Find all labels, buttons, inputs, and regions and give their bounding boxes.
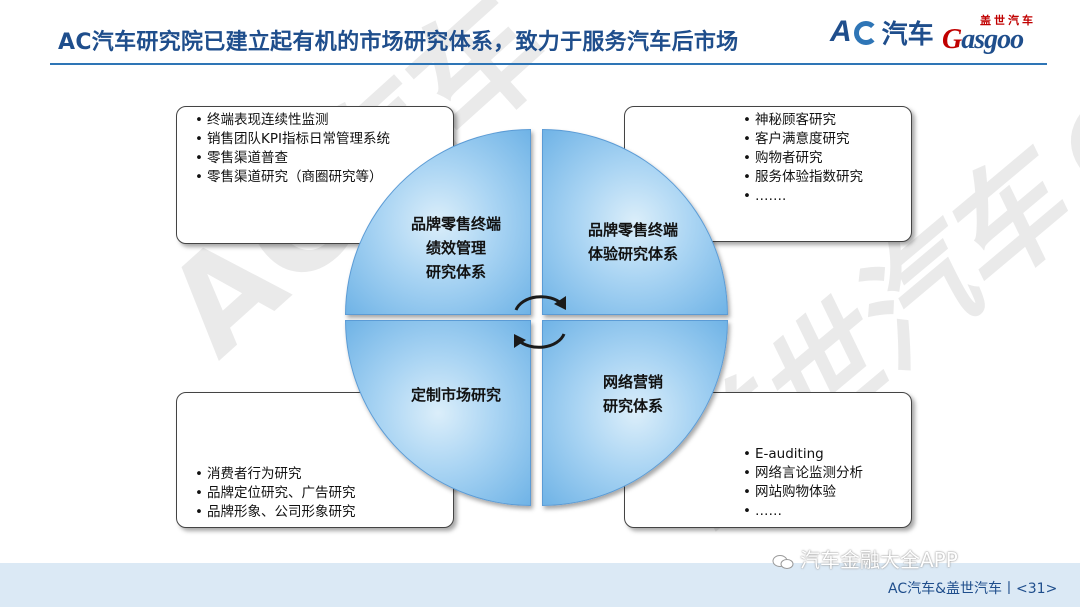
quadrant-label-bottom-right: 网络营销 研究体系	[568, 370, 698, 418]
quadrant-label-line: 定制市场研究	[410, 386, 501, 404]
list-item: 服务体验指数研究	[743, 168, 901, 187]
cycle-arrows-icon	[514, 295, 566, 349]
quadrant-label-top-left: 品牌零售终端 绩效管理 研究体系	[396, 212, 516, 284]
quadrant-label-line: 品牌零售终端	[410, 215, 501, 233]
footer-bar	[0, 563, 1080, 607]
footer-page-number: AC汽车&盖世汽车丨<31>	[888, 581, 1058, 597]
footer-wechat-label: 汽车金融大全APP	[800, 548, 958, 572]
list-item: 零售渠道普查	[195, 149, 443, 168]
list-item: 网络言论监测分析	[743, 464, 901, 483]
header-divider	[50, 63, 1047, 65]
list-item: E-auditing	[743, 445, 901, 464]
list-item: ……	[743, 502, 901, 521]
page-title: AC汽车研究院已建立起有机的市场研究体系，致力于服务汽车后市场	[58, 30, 739, 55]
gasgoo-logo-cn: 盖世汽车	[980, 14, 1036, 27]
quadrant-label-line: 网络营销	[602, 373, 663, 391]
ac-logo-letter: A	[830, 15, 852, 48]
list-item: 客户满意度研究	[743, 130, 901, 149]
list-item: 神秘顾客研究	[743, 111, 901, 130]
ac-logo: A 汽车	[830, 14, 934, 50]
quadrant-label-bottom-left: 定制市场研究	[396, 383, 516, 407]
list-item: …….	[743, 187, 901, 206]
gasgoo-logo-en: Gasgoo	[942, 24, 1024, 56]
quadrant-label-line: 绩效管理	[425, 239, 486, 257]
list-item: 销售团队KPI指标日常管理系统	[195, 130, 443, 149]
quadrant-label-line: 研究体系	[602, 397, 663, 415]
quadrant-label-line: 品牌零售终端	[587, 221, 678, 239]
gasgoo-logo: 盖世汽车 Gasgoo	[938, 12, 1044, 55]
list-item: 品牌定位研究、广告研究	[195, 484, 443, 503]
list-item: 零售渠道研究（商圈研究等）	[195, 168, 443, 187]
list-item: 网站购物体验	[743, 483, 901, 502]
quadrant-label-line: 体验研究体系	[587, 245, 678, 263]
footer-wechat-watermark: 汽车金融大全APP	[772, 544, 958, 573]
list-item: 品牌形象、公司形象研究	[195, 503, 443, 522]
quadrant-label-line: 研究体系	[425, 263, 486, 281]
list-item: 购物者研究	[743, 149, 901, 168]
gasgoo-logo-rest: asgoo	[961, 24, 1024, 55]
ac-logo-ring-icon	[853, 21, 878, 45]
list-item: 终端表现连续性监测	[195, 111, 443, 130]
gasgoo-logo-initial: G	[942, 24, 962, 55]
wechat-icon	[772, 554, 794, 569]
ac-logo-text: 汽车	[881, 18, 934, 49]
quadrant-label-top-right: 品牌零售终端 体验研究体系	[568, 218, 698, 266]
list-item: 消费者行为研究	[195, 465, 443, 484]
